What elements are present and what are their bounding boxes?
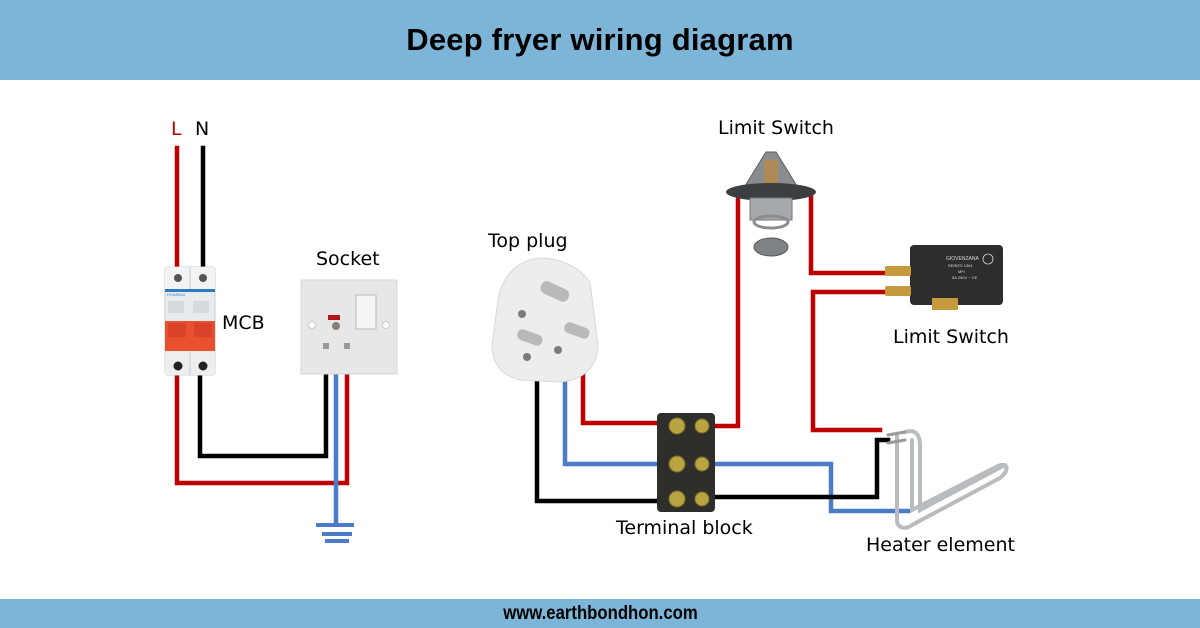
title-banner: Deep fryer wiring diagram <box>0 0 1200 80</box>
live-mcb-to-socket-wire <box>174 343 350 486</box>
appliance-wires <box>534 193 911 514</box>
wall-socket <box>300 279 398 375</box>
heater-element <box>886 429 1009 530</box>
terminal-block-label: Terminal block <box>615 517 753 539</box>
microswitch-to-heater-wire <box>810 289 896 433</box>
thermostat-to-microswitch-wire <box>808 193 896 276</box>
thermostat-limit-switch-label: Limit Switch <box>718 117 834 139</box>
plug-live-to-terminal-wire <box>580 341 686 426</box>
micro-switch-series: SERIES 1361 <box>948 263 973 268</box>
ground-icon <box>316 523 354 543</box>
top-plug-label: Top plug <box>487 230 568 252</box>
mcb-brand: HYUNDAI <box>167 292 185 297</box>
mcb-breaker: HYUNDAI <box>164 266 216 376</box>
indicator-light <box>328 315 340 320</box>
footer-banner: www.earthbondhon.com <box>0 599 1200 628</box>
socket-label: Socket <box>316 248 380 270</box>
live-label: L <box>171 118 182 140</box>
terminal-to-heater-earth-wire <box>712 461 911 514</box>
thermostat-limit-switch <box>726 151 816 257</box>
neutral-mcb-to-socket-wire <box>197 343 329 459</box>
terminal-to-thermostat-wire <box>712 193 741 429</box>
heater-element-label: Heater element <box>866 534 1015 556</box>
terminal-block <box>657 413 715 512</box>
top-plug <box>491 257 599 383</box>
plug-neutral-to-terminal-wire <box>534 342 686 504</box>
micro-limit-switch: GIOVENZANA SERIES 1361 MFI 5A 250V ~ CE <box>885 245 1003 310</box>
mcb-label: MCB <box>222 312 265 334</box>
micro-limit-switch-label: Limit Switch <box>893 326 1009 348</box>
footer-website[interactable]: www.earthbondhon.com <box>502 602 698 624</box>
neutral-label: N <box>195 118 209 140</box>
micro-switch-rating: 5A 250V ~ CE <box>952 275 978 280</box>
micro-switch-brand: GIOVENZANA <box>946 256 979 262</box>
page-title: Deep fryer wiring diagram <box>406 22 794 57</box>
terminal-to-heater-neutral-wire <box>712 437 891 500</box>
micro-switch-model: MFI <box>958 269 965 274</box>
